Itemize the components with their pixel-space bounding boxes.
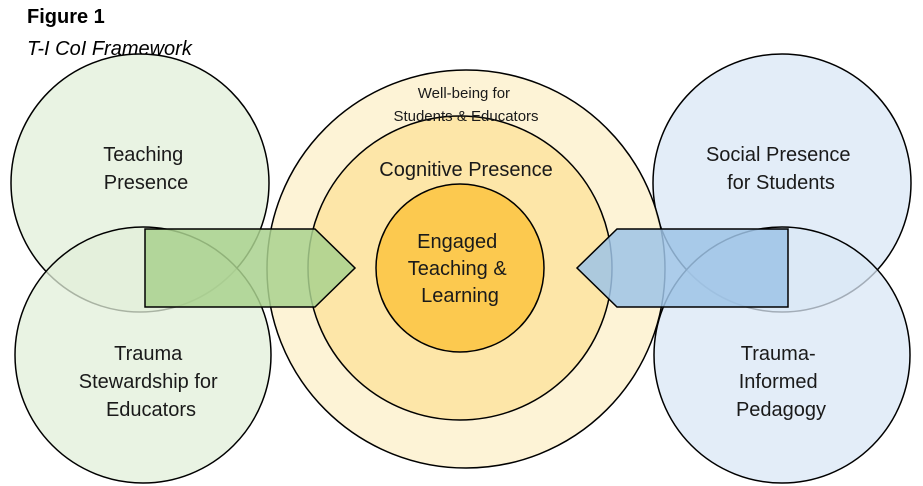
trauma-informed-pedagogy-label: Trauma- Informed Pedagogy xyxy=(736,343,826,421)
engaged-teaching-learning-core xyxy=(375,183,545,353)
well-being-label: Well-being for Students & Educators xyxy=(393,85,538,125)
figure-title: Figure 1 xyxy=(27,6,105,28)
teaching-presence-label: Teaching Presence xyxy=(103,144,189,194)
right-arrow xyxy=(575,228,789,308)
left-arrow xyxy=(144,228,357,308)
engaged-teaching-label: Engaged Teaching & Learning xyxy=(408,231,513,307)
cognitive-presence-label: Cognitive Presence xyxy=(379,159,552,181)
trauma-stewardship-label: Trauma Stewardship for Educators xyxy=(79,343,224,421)
social-presence-label: Social Presence for Students xyxy=(706,144,856,194)
